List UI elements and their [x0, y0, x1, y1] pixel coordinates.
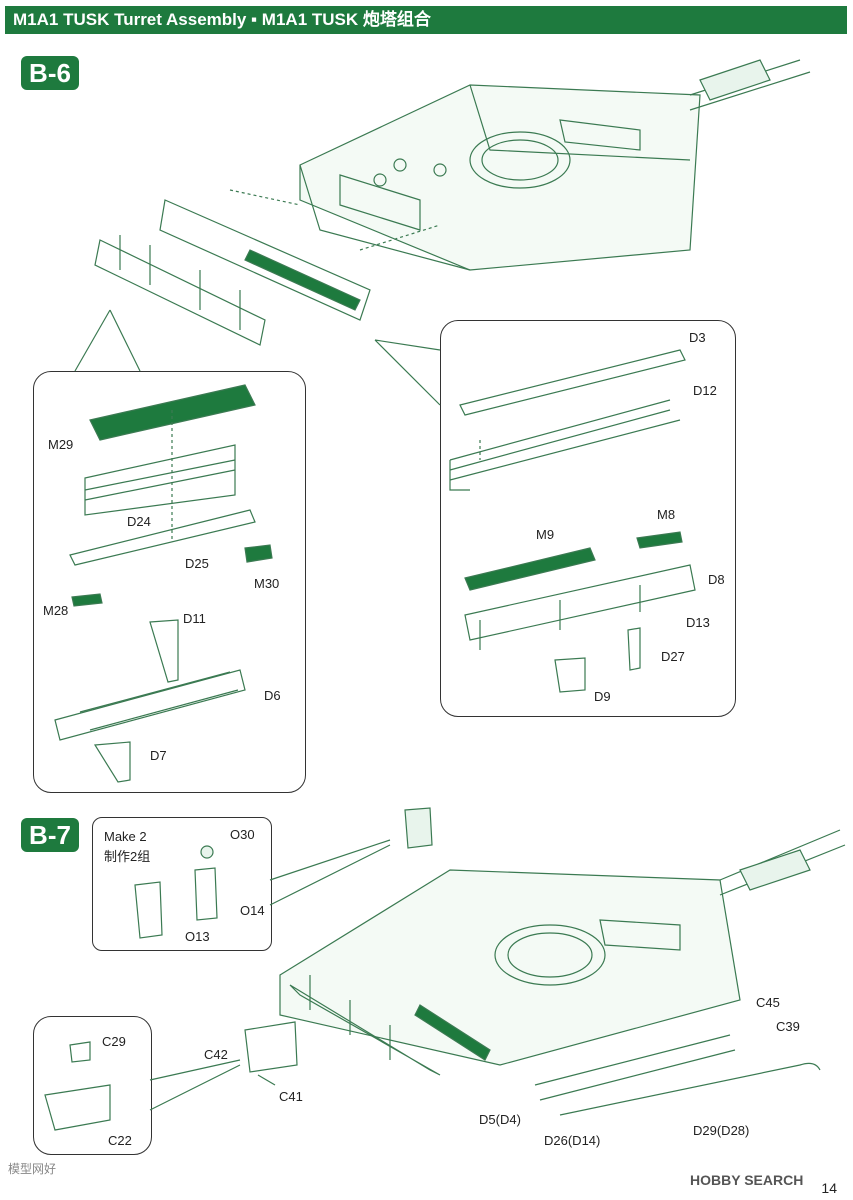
label-m30: M30 [254, 576, 280, 591]
label-d7: D7 [150, 748, 167, 763]
label-m29: M29 [48, 437, 74, 452]
label-d5-d4: D5(D4) [479, 1112, 521, 1127]
page-number: 14 [821, 1180, 837, 1196]
page-header: M1A1 TUSK Turret Assembly ▪ M1A1 TUSK 炮塔… [5, 6, 847, 34]
label-d3: D3 [689, 330, 706, 345]
make-count-en: Make 2 [104, 829, 147, 844]
label-c41: C41 [279, 1089, 303, 1104]
b6-left-parts [54, 384, 273, 783]
label-o30: O30 [230, 827, 255, 842]
label-c29: C29 [102, 1034, 126, 1049]
label-c45: C45 [756, 995, 780, 1010]
b7-bin-parts [44, 1041, 111, 1131]
label-d11: D11 [183, 611, 206, 626]
label-d24: D24 [127, 514, 151, 529]
b6-right-parts [449, 349, 696, 693]
header-title: M1A1 TUSK Turret Assembly ▪ M1A1 TUSK 炮塔… [13, 10, 431, 29]
label-o13: O13 [185, 929, 210, 944]
step-badge-b6: B-6 [21, 56, 79, 90]
label-c22: C22 [108, 1133, 132, 1148]
step-badge-b7: B-7 [21, 818, 79, 852]
label-d8: D8 [708, 572, 725, 587]
label-o14: O14 [240, 903, 265, 918]
b6-right-callout-box [440, 320, 736, 717]
label-m28: M28 [43, 603, 69, 618]
label-d9: D9 [594, 689, 611, 704]
make-count-cn: 制作2组 [104, 849, 151, 864]
label-c39: C39 [776, 1019, 800, 1034]
b6-left-callout-box [33, 371, 306, 793]
label-d12: D12 [693, 383, 717, 398]
label-d29-d28: D29(D28) [693, 1123, 750, 1138]
label-d13: D13 [686, 615, 710, 630]
label-d25: D25 [185, 556, 209, 571]
label-m9: M9 [536, 527, 555, 542]
label-d27: D27 [661, 649, 685, 664]
label-d26-d14: D26(D14) [544, 1133, 601, 1148]
b7-turret-drawing [279, 807, 846, 1116]
label-m8: M8 [657, 507, 676, 522]
b7-make-parts [134, 845, 218, 939]
watermark: 模型网好 [8, 1162, 57, 1176]
label-d6: D6 [264, 688, 281, 703]
b6-rack-drawing [94, 189, 441, 346]
b6-turret-drawing [299, 59, 811, 271]
hobby-search-logo: HOBBY SEARCH [690, 1172, 804, 1188]
label-c42: C42 [204, 1047, 228, 1062]
b7-make-box [92, 817, 272, 951]
b7-bin-box [33, 1016, 152, 1155]
